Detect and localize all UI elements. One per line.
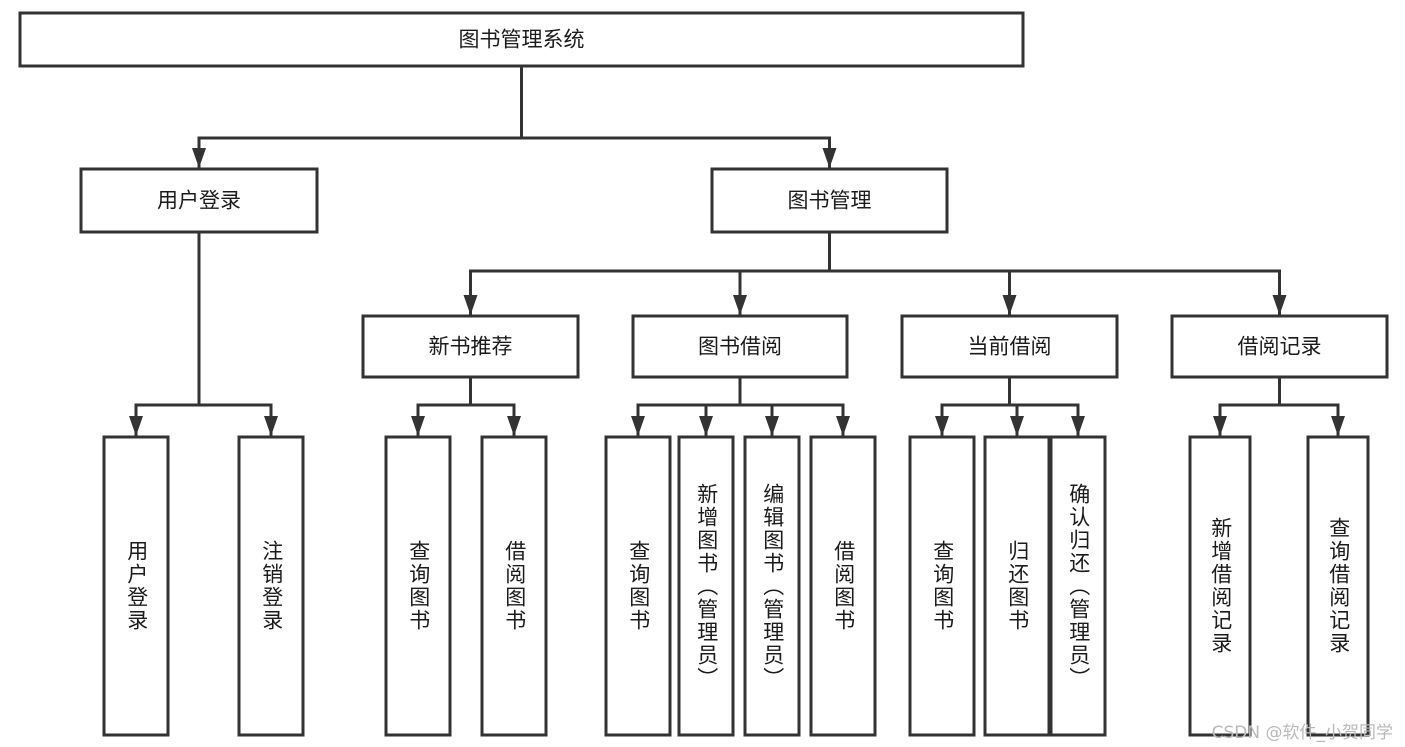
bookmgmt-to-level3-arrow-3 <box>1272 295 1287 315</box>
leaf-node-box-12[interactable] <box>1306 435 1370 737</box>
leaf-node-box-5[interactable] <box>677 435 735 737</box>
leaf-node-box-3[interactable] <box>480 435 548 737</box>
level2-node-label-图书管理: 图书管理 <box>788 189 872 213</box>
level3-node-label-当前借阅: 当前借阅 <box>968 335 1052 359</box>
bookmgmt-to-level3-arrow-2 <box>1002 295 1017 315</box>
boxes-layer <box>18 11 1389 737</box>
leaf-node-box-6[interactable] <box>743 435 801 737</box>
root-to-level2-arrow-0 <box>192 148 206 168</box>
level3-node-box-当前借阅[interactable] <box>900 314 1119 379</box>
l3-图书借阅-to-leaves-arrow-3 <box>836 416 850 436</box>
level3-node-box-图书借阅[interactable] <box>631 314 849 379</box>
l3-图书借阅-to-leaves-arrow-0 <box>631 416 645 436</box>
leaf-node-box-1[interactable] <box>237 435 305 737</box>
level2-node-box-图书管理[interactable] <box>710 167 949 234</box>
leaf-node-box-7[interactable] <box>809 435 877 737</box>
leaf-node-box-9[interactable] <box>983 435 1051 737</box>
bookmgmt-to-level3-arrow-1 <box>733 295 747 315</box>
userlogin-to-leaves-arrow-1 <box>264 416 278 436</box>
level3-node-box-新书推荐[interactable] <box>361 314 580 379</box>
userlogin-to-leaves-arrow-0 <box>129 416 143 436</box>
leaf-node-box-10[interactable] <box>1049 435 1107 737</box>
leaf-node-box-0[interactable] <box>102 435 170 737</box>
l3-当前借阅-to-leaves-arrow-1 <box>1010 416 1024 436</box>
leaf-node-box-4[interactable] <box>604 435 672 737</box>
level3-node-box-借阅记录[interactable] <box>1170 314 1389 379</box>
leaf-node-box-8[interactable] <box>908 435 976 737</box>
l3-借阅记录-to-leaves-arrow-1 <box>1331 416 1345 436</box>
level3-node-label-图书借阅: 图书借阅 <box>698 335 782 359</box>
level2-node-label-用户登录: 用户登录 <box>157 189 241 213</box>
root-to-level2-arrow-1 <box>822 148 837 168</box>
level3-node-label-新书推荐: 新书推荐 <box>429 335 513 359</box>
watermark-text: CSDN @软件_小贺同学 <box>1211 723 1393 743</box>
l3-新书推荐-to-leaves-arrow-0 <box>411 416 425 436</box>
level2-node-box-用户登录[interactable] <box>79 167 319 234</box>
l3-图书借阅-to-leaves-arrow-2 <box>765 416 779 436</box>
l3-图书借阅-to-leaves-arrow-1 <box>699 416 713 436</box>
level3-node-label-借阅记录: 借阅记录 <box>1238 335 1322 359</box>
l3-借阅记录-to-leaves-arrow-0 <box>1213 416 1227 436</box>
root-node-box[interactable] <box>18 11 1025 68</box>
l3-新书推荐-to-leaves-arrow-1 <box>507 416 521 436</box>
l3-当前借阅-to-leaves-arrow-0 <box>935 416 949 436</box>
connectors-layer <box>129 64 1345 438</box>
root-node-label: 图书管理系统 <box>459 28 585 52</box>
l3-当前借阅-to-leaves-arrow-2 <box>1071 416 1085 436</box>
leaf-node-box-11[interactable] <box>1188 435 1252 737</box>
bookmgmt-to-level3-arrow-0 <box>463 295 478 315</box>
leaf-node-box-2[interactable] <box>384 435 452 737</box>
